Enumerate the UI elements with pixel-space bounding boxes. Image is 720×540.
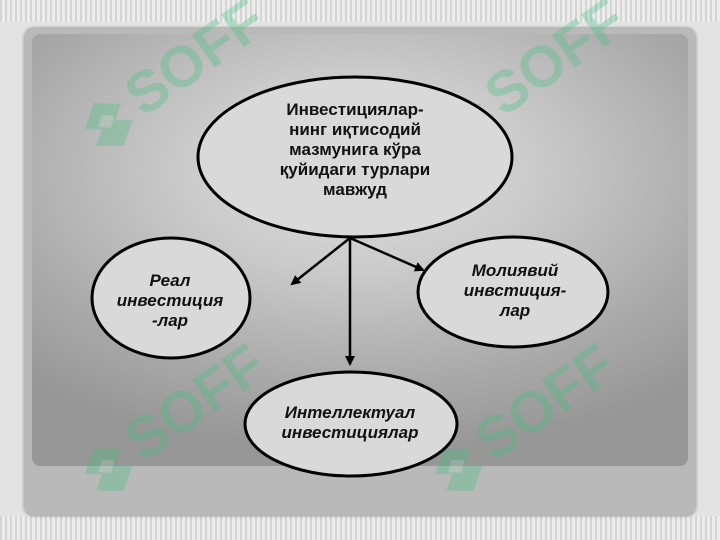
right-node-text: Молиявий инвстиция- лар xyxy=(440,256,590,326)
bottom-line: Интеллектуал xyxy=(284,403,416,422)
left-node-text: Реал инвестиция -лар xyxy=(110,266,230,336)
central-node xyxy=(196,75,514,239)
right-node xyxy=(416,235,610,349)
top-stripe-border xyxy=(0,0,720,22)
watermark-text: SOFF xyxy=(473,0,637,128)
right-line: инвстиция- xyxy=(463,281,567,300)
bottom-node-text: Интеллектуал инвестициялар xyxy=(260,398,440,448)
central-line: нинг иқтисодий xyxy=(289,120,421,139)
arrow-to-left xyxy=(290,237,351,286)
right-line: Молиявий xyxy=(471,261,559,280)
central-line: Инвестициялар- xyxy=(286,100,424,119)
bottom-node xyxy=(243,370,459,478)
central-node-text: Инвестициялар- нинг иқтисодий мазмунига … xyxy=(235,85,475,215)
bottom-stripe-border xyxy=(0,516,720,540)
central-line: мавжуд xyxy=(323,180,387,199)
left-line: -лар xyxy=(151,311,189,330)
left-line: инвестиция xyxy=(116,291,224,310)
central-line: мазмунига кўра xyxy=(289,140,421,159)
left-node xyxy=(90,236,252,360)
arrow-to-right xyxy=(349,236,425,272)
watermark-text: SOFF xyxy=(463,331,627,473)
central-line: қуйидаги турлари xyxy=(279,160,431,179)
left-line: Реал xyxy=(149,271,191,290)
right-line: лар xyxy=(499,301,531,320)
bottom-line: инвестициялар xyxy=(281,423,419,442)
